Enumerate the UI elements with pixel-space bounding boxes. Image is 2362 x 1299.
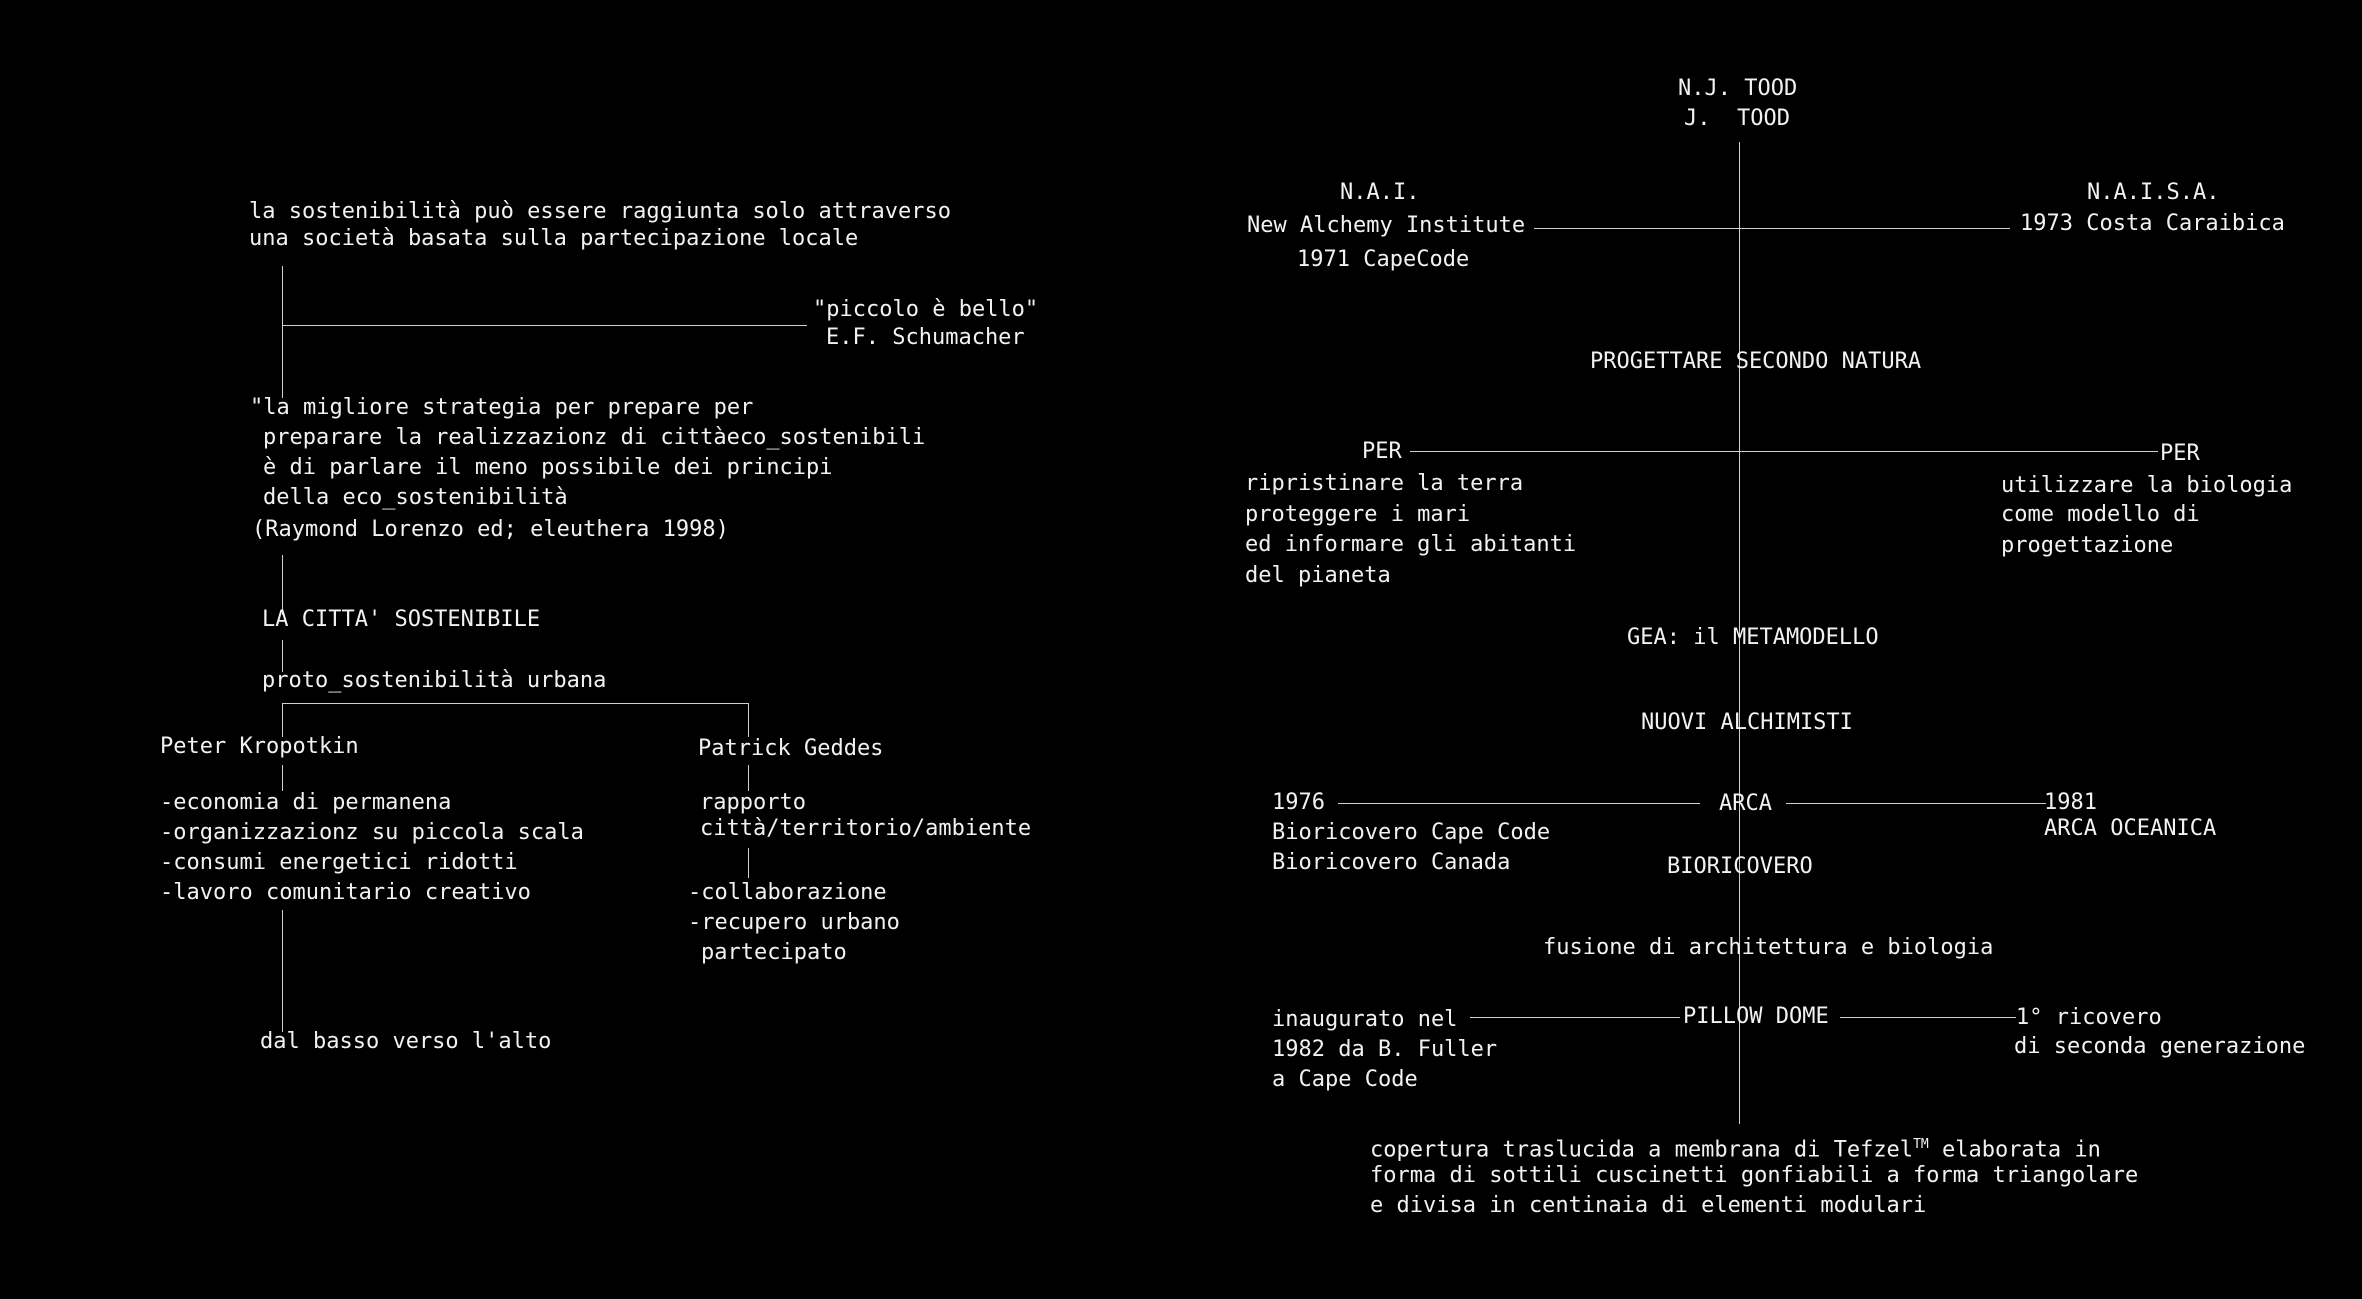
quote-line-1: "la migliore strategia per prepare per xyxy=(250,395,754,420)
dal-basso: dal basso verso l'alto xyxy=(260,1029,552,1054)
connector-line xyxy=(282,266,283,398)
connector-line xyxy=(1338,803,1700,804)
main-axis-line xyxy=(1739,142,1740,1124)
copertura-line-1: copertura traslucida a membrana di Tefze… xyxy=(1370,1130,2101,1165)
per-left: PER xyxy=(1362,439,1402,464)
connector-line xyxy=(282,555,283,615)
intro-line-1: la sostenibilità può essere raggiunta so… xyxy=(249,199,951,224)
copertura-text: copertura traslucida a membrana di Tefze… xyxy=(1370,1137,1914,1163)
geddes-item: partecipato xyxy=(701,940,847,965)
connector-line xyxy=(748,703,749,737)
quote-line-3: è di parlare il meno possibile dei princ… xyxy=(263,455,833,480)
inaugurato-line-2: 1982 da B. Fuller xyxy=(1272,1037,1498,1062)
kropotkin-item: -lavoro comunitario creativo xyxy=(160,880,531,905)
kropotkin-item: -economia di permanena xyxy=(160,790,452,815)
naisa-acronym: N.A.I.S.A. xyxy=(2087,180,2220,205)
per-left-item: proteggere i mari xyxy=(1245,502,1471,527)
connector-line xyxy=(1410,451,2158,452)
gea-metamodello: GEA: il METAMODELLO xyxy=(1627,625,1879,650)
bioricovero-cape: Bioricovero Cape Code xyxy=(1272,820,1551,845)
citta-sostenibile: LA CITTA' SOSTENIBILE xyxy=(262,607,541,632)
year-1976: 1976 xyxy=(1272,790,1325,815)
connector-line xyxy=(748,848,749,878)
ricovero-line-2: di seconda generazione xyxy=(2014,1034,2306,1059)
connector-line xyxy=(1840,1017,2016,1018)
intro-line-2: una società basata sulla partecipazione … xyxy=(249,226,859,251)
per-right-item: utilizzare la biologia xyxy=(2001,473,2293,498)
kropotkin-item: -consumi energetici ridotti xyxy=(160,850,518,875)
nai-year: 1971 CapeCode xyxy=(1297,247,1470,272)
connector-line xyxy=(282,325,807,326)
geddes-item: -collaborazione xyxy=(688,880,887,905)
geddes-item: -recupero urbano xyxy=(688,910,900,935)
per-right: PER xyxy=(2160,441,2200,466)
pillow-dome: PILLOW DOME xyxy=(1683,1004,1829,1029)
geddes-rapporto: città/territorio/ambiente xyxy=(700,816,1032,841)
quote-line-2: preparare la realizzazionz di cittàeco_s… xyxy=(263,425,926,450)
connector-line xyxy=(282,703,748,704)
schumacher-author: E.F. Schumacher xyxy=(826,325,1025,350)
connector-line xyxy=(1470,1017,1680,1018)
arca-oceanica: ARCA OCEANICA xyxy=(2044,816,2217,841)
copertura-line-2: forma di sottili cuscinetti gonfiabili a… xyxy=(1370,1163,2139,1188)
trademark-mark: TM xyxy=(1913,1137,1929,1152)
kropotkin-item: -organizzazionz su piccola scala xyxy=(160,820,584,845)
geddes-rapporto: rapporto xyxy=(700,790,806,815)
nai-acronym: N.A.I. xyxy=(1340,180,1420,205)
inaugurato-line-1: inaugurato nel xyxy=(1272,1007,1458,1032)
connector-line xyxy=(1786,803,2046,804)
connector-line xyxy=(282,640,283,672)
per-left-item: ed informare gli abitanti xyxy=(1245,532,1577,557)
progettare-secondo-natura: PROGETTARE SECONDO NATURA xyxy=(1590,349,1922,374)
copertura-line-3: e divisa in centinaia di elementi modula… xyxy=(1370,1193,1927,1218)
kropotkin-name: Peter Kropotkin xyxy=(160,734,359,759)
nai-name: New Alchemy Institute xyxy=(1247,213,1526,238)
quote-line-4: della eco_sostenibilità xyxy=(263,485,568,510)
bioricovero-canada: Bioricovero Canada xyxy=(1272,850,1511,875)
per-left-item: del pianeta xyxy=(1245,563,1391,588)
inaugurato-line-3: a Cape Code xyxy=(1272,1067,1418,1092)
proto-sostenibilita: proto_sostenibilità urbana xyxy=(262,668,607,693)
naisa-year: 1973 Costa Caraibica xyxy=(2020,211,2285,236)
per-right-item: progettazione xyxy=(2001,533,2174,558)
per-left-item: ripristinare la terra xyxy=(1245,471,1524,496)
connector-line xyxy=(282,765,283,791)
nuovi-alchimisti: NUOVI ALCHIMISTI xyxy=(1641,710,1853,735)
connector-line xyxy=(282,910,283,1032)
tood-name-2: J. TOOD xyxy=(1684,106,1790,131)
connector-line xyxy=(282,703,283,737)
connector-line xyxy=(748,765,749,791)
schumacher-quote: "piccolo è bello" xyxy=(813,297,1039,322)
bioricovero: BIORICOVERO xyxy=(1667,854,1813,879)
per-right-item: come modello di xyxy=(2001,502,2200,527)
arca: ARCA xyxy=(1719,791,1772,816)
ricovero-line-1: 1° ricovero xyxy=(2016,1005,2162,1030)
tood-name-1: N.J. TOOD xyxy=(1678,76,1798,101)
year-1981: 1981 xyxy=(2044,790,2097,815)
connector-line xyxy=(1534,228,2010,229)
fusione: fusione di architettura e biologia xyxy=(1543,935,1994,960)
copertura-text: elaborata in xyxy=(1928,1137,2101,1163)
geddes-name: Patrick Geddes xyxy=(698,736,884,761)
quote-citation: (Raymond Lorenzo ed; eleuthera 1998) xyxy=(252,517,729,542)
